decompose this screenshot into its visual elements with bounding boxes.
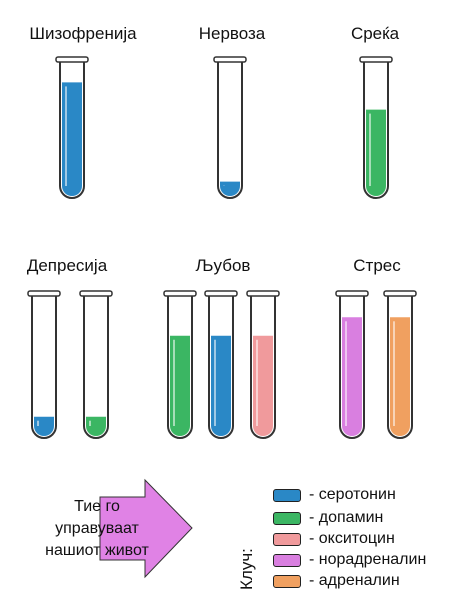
legend-label-adrenalin: - адреналин — [309, 572, 400, 589]
title-happiness: Среќа — [350, 24, 400, 43]
legend-swatch-serotonin — [273, 488, 301, 502]
tube-rim — [383, 290, 417, 297]
legend-swatch-oxytocin — [273, 532, 301, 546]
title-schizophrenia: Шизофренија — [29, 24, 137, 43]
legend-label-dopamin: - допамин — [309, 509, 384, 526]
legend-label-oxytocin: - окситоцин — [309, 530, 395, 547]
legend-label-noradrenalin: - норадреналин — [309, 551, 427, 568]
arrow-caption: Тие го управуваат нашиот живот — [22, 496, 172, 562]
tube-rim — [55, 56, 89, 63]
legend-label-serotonin: - серотонин — [309, 486, 396, 503]
pink-arrow — [99, 478, 193, 579]
legend-title: Клуч: — [237, 548, 256, 590]
tube-rim — [204, 290, 238, 297]
test-tube-adrenalin — [387, 296, 413, 439]
tube-rim — [27, 290, 61, 297]
legend-item-oxytocin: - окситоцин — [273, 529, 395, 549]
tube-rim — [246, 290, 280, 297]
title-nervousness: Нервоза — [198, 24, 266, 43]
legend-item-noradrenalin: - норадреналин — [273, 550, 426, 570]
title-stress: Стрес — [353, 256, 401, 275]
legend-item-dopamin: - допамин — [273, 508, 383, 528]
tube-rim — [79, 290, 113, 297]
test-tube-dopamin — [363, 62, 389, 199]
legend-item-serotonin: - серотонин — [273, 485, 396, 505]
arrow-line-2: управуваат — [55, 520, 139, 537]
test-tube-serotonin — [31, 296, 57, 439]
test-tube-dopamin — [167, 296, 193, 439]
test-tube-dopamin — [83, 296, 109, 439]
tube-liquid-serotonin — [220, 181, 240, 196]
legend-swatch-adrenalin — [273, 574, 301, 588]
title-depression: Депресија — [26, 256, 108, 275]
legend-swatch-noradrenalin — [273, 553, 301, 567]
arrow-line-1: Тие го — [74, 498, 120, 515]
legend-item-adrenalin: - адреналин — [273, 571, 400, 591]
test-tube-oxytocin — [250, 296, 276, 439]
test-tube-serotonin — [59, 62, 85, 199]
tube-rim — [359, 56, 393, 63]
tube-rim — [335, 290, 369, 297]
tube-liquid-serotonin — [34, 416, 54, 436]
title-love: Љубов — [195, 256, 251, 275]
tube-liquid-dopamin — [86, 416, 106, 436]
test-tube-serotonin — [217, 62, 243, 199]
tube-rim — [163, 290, 197, 297]
test-tube-serotonin — [208, 296, 234, 439]
test-tube-noradrenalin — [339, 296, 365, 439]
legend-swatch-dopamin — [273, 511, 301, 525]
tube-rim — [213, 56, 247, 63]
arrow-line-3: нашиот живот — [45, 542, 149, 559]
